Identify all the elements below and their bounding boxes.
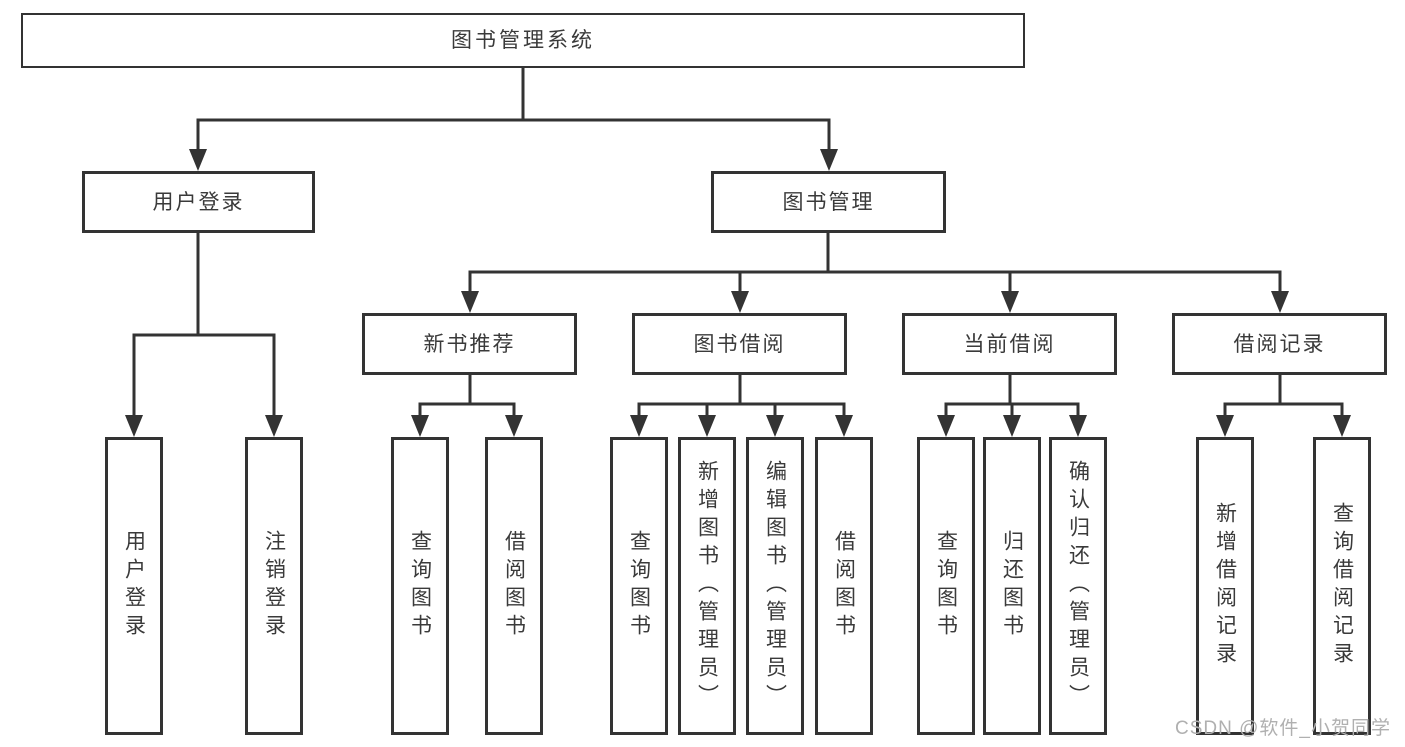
arrowheads-borrowing-records-children [1216, 415, 1351, 437]
arrowheads-level2 [461, 291, 1289, 313]
csdn-watermark: CSDN @软件_小贺同学 [1175, 718, 1391, 739]
connector-current-borrowing-children [944, 375, 1080, 415]
leaf-borrow-books-borrowing: 借阅图书 [815, 437, 873, 735]
leaf-borrow-books-recommend: 借阅图书 [485, 437, 543, 735]
leaf-user-login: 用户登录 [105, 437, 163, 735]
node-current-borrowing: 当前借阅 [902, 313, 1117, 375]
leaf-query-books-recommend: 查询图书 [391, 437, 449, 735]
connector-new-book-recommend-children [418, 375, 516, 415]
arrowheads-user-login-children [125, 415, 283, 437]
leaf-confirm-return-admin: 确认归还（管理员） [1049, 437, 1107, 735]
connector-user-login-children [132, 233, 276, 415]
leaf-edit-books-admin: 编辑图书（管理员） [746, 437, 804, 735]
connector-borrowing-records-children [1223, 375, 1344, 415]
leaf-add-books-admin: 新增图书（管理员） [678, 437, 736, 735]
node-new-book-recommend: 新书推荐 [362, 313, 577, 375]
leaf-logout: 注销登录 [245, 437, 303, 735]
leaf-return-books: 归还图书 [983, 437, 1041, 735]
node-user-login: 用户登录 [82, 171, 315, 233]
connector-book-borrowing-children [637, 375, 846, 415]
arrowheads-book-borrowing-children [630, 415, 853, 437]
leaf-query-books-current: 查询图书 [917, 437, 975, 735]
arrowheads-new-book-recommend-children [411, 415, 523, 437]
node-book-borrowing: 图书借阅 [632, 313, 847, 375]
connector-book-management-children [468, 233, 1282, 291]
arrowheads-current-borrowing-children [937, 415, 1087, 437]
leaf-query-books-borrowing: 查询图书 [610, 437, 668, 735]
node-book-management: 图书管理 [711, 171, 946, 233]
leaf-add-borrow-record: 新增借阅记录 [1196, 437, 1254, 735]
node-library-management-system: 图书管理系统 [21, 13, 1025, 68]
connector-root-to-level1 [196, 68, 831, 149]
node-borrowing-records: 借阅记录 [1172, 313, 1387, 375]
arrowheads-level1 [189, 149, 838, 171]
leaf-query-borrow-record: 查询借阅记录 [1313, 437, 1371, 735]
